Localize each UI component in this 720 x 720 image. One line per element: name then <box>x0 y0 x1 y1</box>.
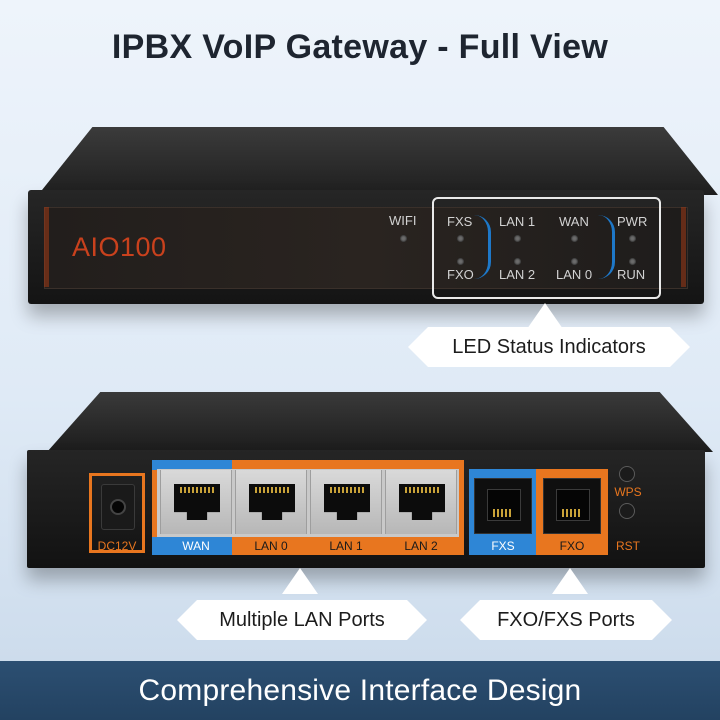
led-lan0 <box>571 258 578 265</box>
led-pwr <box>629 235 636 242</box>
led-label-wan: WAN <box>559 214 589 229</box>
led-lan1 <box>514 235 521 242</box>
led-wifi <box>400 235 407 242</box>
dc-port-frame <box>89 473 145 553</box>
led-group-divider <box>598 215 615 279</box>
ethernet-port-lan1 <box>310 470 382 534</box>
phone-port-fxo <box>543 478 601 534</box>
led-indicator-box <box>432 197 661 299</box>
port-label-lan1: LAN 1 <box>329 539 363 553</box>
wan-frame-accent <box>152 460 232 470</box>
led-fxs <box>457 235 464 242</box>
rst-label: RST <box>616 539 640 553</box>
led-group-divider <box>474 215 491 279</box>
ethernet-port-lan2 <box>385 470 457 534</box>
front-panel-edge <box>44 207 49 287</box>
front-panel-edge <box>681 207 686 287</box>
wps-label: WPS <box>614 485 642 499</box>
reset-button <box>619 503 635 519</box>
led-wan <box>571 235 578 242</box>
device-front-top <box>38 127 718 195</box>
port-label-wan: WAN <box>182 539 210 553</box>
led-label-fxo: FXO <box>447 267 474 282</box>
page-title: IPBX VoIP Gateway - Full View <box>111 28 609 66</box>
callout-fxo-fxs-ports: FXO/FXS Ports <box>460 600 672 640</box>
port-label-lan0: LAN 0 <box>254 539 288 553</box>
led-label-lan0: LAN 0 <box>556 267 593 282</box>
callout-lan-ports: Multiple LAN Ports <box>177 600 427 640</box>
led-fxo <box>457 258 464 265</box>
wps-button <box>619 466 635 482</box>
led-label-run: RUN <box>617 267 646 282</box>
led-label-lan1: LAN 1 <box>499 214 536 229</box>
port-label-fxs: FXS <box>491 539 515 553</box>
front-panel <box>44 207 688 289</box>
led-label-pwr: PWR <box>617 214 648 229</box>
ethernet-port-lan0 <box>235 470 307 534</box>
callout-pointer <box>282 568 318 594</box>
footer-tagline: Comprehensive Interface Design <box>138 673 582 707</box>
led-label-lan2: LAN 2 <box>499 267 536 282</box>
led-label-fxs: FXS <box>447 214 473 229</box>
device-rear-top <box>47 392 713 452</box>
callout-pointer <box>552 568 588 594</box>
led-run <box>629 258 636 265</box>
model-label: AIO100 <box>72 232 167 262</box>
led-lan2 <box>514 258 521 265</box>
port-label-lan2: LAN 2 <box>404 539 438 553</box>
led-label-wifi: WIFI <box>389 213 417 228</box>
dc-power-jack <box>101 484 135 530</box>
callout-led-status: LED Status Indicators <box>408 327 690 367</box>
footer-bar: Comprehensive Interface Design <box>0 661 720 720</box>
port-label-fxo: FXO <box>559 539 585 553</box>
callout-pointer <box>527 303 563 329</box>
ethernet-port-wan <box>160 470 232 534</box>
phone-port-fxs <box>474 478 532 534</box>
wan-frame-accent <box>152 537 232 555</box>
dc-port-label: DC12V <box>97 539 137 553</box>
